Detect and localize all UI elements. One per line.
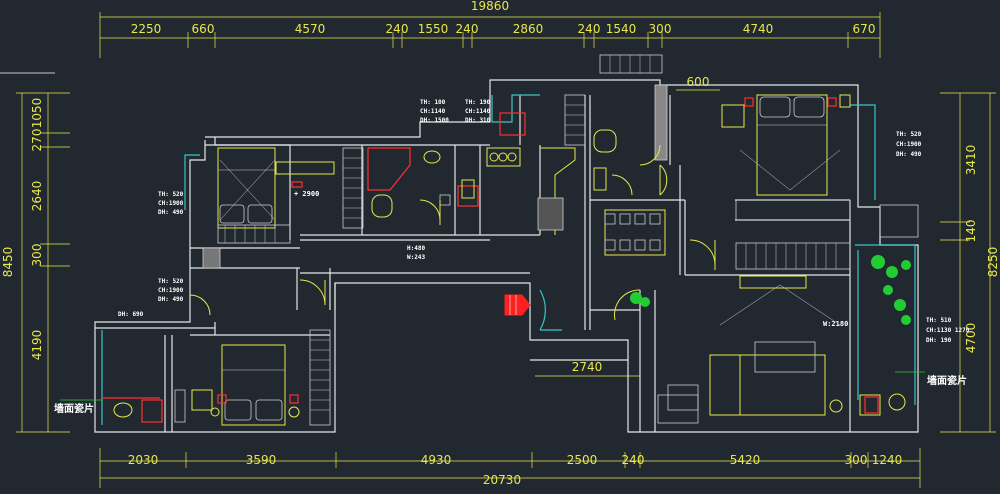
dim-inner-2900: + 2900: [294, 190, 319, 198]
dim-right-3: 4700: [964, 323, 978, 354]
dim-left-total: 8450: [1, 247, 15, 278]
label-wall-tile-right: 墙面瓷片: [927, 374, 967, 387]
annotation-notes: TH: 520 CH:1900 DH: 490 TH: 520 CH:1900 …: [118, 99, 970, 344]
door-swings: [189, 144, 716, 321]
dim-right-2: 140: [964, 220, 978, 243]
dim-right-total: 8250: [986, 247, 1000, 278]
dim-inner-600: 600: [687, 75, 710, 89]
dim-top-total: 19860: [471, 0, 509, 13]
label-wall-tile-left: 墙面瓷片: [54, 402, 94, 415]
dim-bottom-1: 2030: [128, 453, 159, 467]
dim-bottom-total: 20730: [483, 473, 521, 487]
dim-inner-w2180: W:2180: [823, 320, 848, 328]
note-room-left-top-1: CH:1900: [158, 200, 184, 207]
note-corridor-1: W:243: [407, 254, 425, 261]
note-room-left-bottom-0: TH: 520: [158, 278, 184, 285]
note-master-1: CH:1900: [896, 141, 922, 148]
dim-top-1: 2250: [131, 22, 162, 36]
note-bath2-1: CH:1140: [465, 108, 491, 115]
dim-top-4: 240: [386, 22, 409, 36]
dim-top-12: 670: [853, 22, 876, 36]
dim-bottom-3: 4930: [421, 453, 452, 467]
note-corridor-0: H:480: [407, 245, 425, 252]
dim-top-5: 1550: [418, 22, 449, 36]
dim-bottom-7: 300: [845, 453, 868, 467]
room-labels: 墙面瓷片 墙面瓷片: [54, 371, 967, 415]
dim-bottom-4: 2500: [567, 453, 598, 467]
dim-top-3: 4570: [295, 22, 326, 36]
dim-top-7: 2860: [513, 22, 544, 36]
note-bath1-1: CH:1140: [420, 108, 446, 115]
note-room-left-bottom-dh: DH: 690: [118, 311, 144, 318]
note-room-left-top-0: TH: 520: [158, 191, 184, 198]
dim-bottom-6: 5420: [730, 453, 761, 467]
walls: [94, 79, 919, 433]
dim-left-3: 2640: [30, 181, 44, 212]
note-room-left-bottom-1: CH:1900: [158, 287, 184, 294]
note-bath1-0: TH: 100: [420, 99, 446, 106]
note-master-0: TH: 520: [896, 131, 922, 138]
note-bath2-2: DH: 310: [465, 117, 491, 124]
dim-left-4: 300: [30, 244, 44, 267]
dim-top-10: 300: [649, 22, 672, 36]
note-master-2: DH: 490: [896, 151, 922, 158]
dim-bottom-8: 1240: [872, 453, 903, 467]
dim-right-1: 3410: [964, 145, 978, 176]
plant-icon: [630, 255, 911, 325]
note-balcony-2: DH: 190: [926, 337, 952, 344]
note-room-left-bottom-2: DH: 490: [158, 296, 184, 303]
dim-bottom-5: 240: [622, 453, 645, 467]
dim-top-11: 4740: [743, 22, 774, 36]
dim-top-8: 240: [578, 22, 601, 36]
note-balcony-1: CH:1130 1270: [926, 327, 970, 334]
ceiling-light-icons: [219, 149, 841, 326]
dimension-lines: [0, 12, 996, 488]
note-bath2-0: TH: 190: [465, 99, 491, 106]
dim-left-1: 1050: [30, 98, 44, 129]
note-bath1-2: DH: 1500: [420, 117, 449, 124]
dim-bottom-2: 3590: [246, 453, 277, 467]
note-balcony-0: TH: 510: [926, 317, 952, 324]
furniture: [102, 54, 919, 426]
dim-top-6: 240: [456, 22, 479, 36]
dim-inner-2740: 2740: [572, 360, 603, 374]
dim-left-5: 4190: [30, 330, 44, 361]
dim-top-2: 660: [192, 22, 215, 36]
dim-top-9: 1540: [606, 22, 637, 36]
note-room-left-top-2: DH: 490: [158, 209, 184, 216]
dim-left-2: 270: [30, 129, 44, 152]
glass-walls: [101, 94, 916, 425]
